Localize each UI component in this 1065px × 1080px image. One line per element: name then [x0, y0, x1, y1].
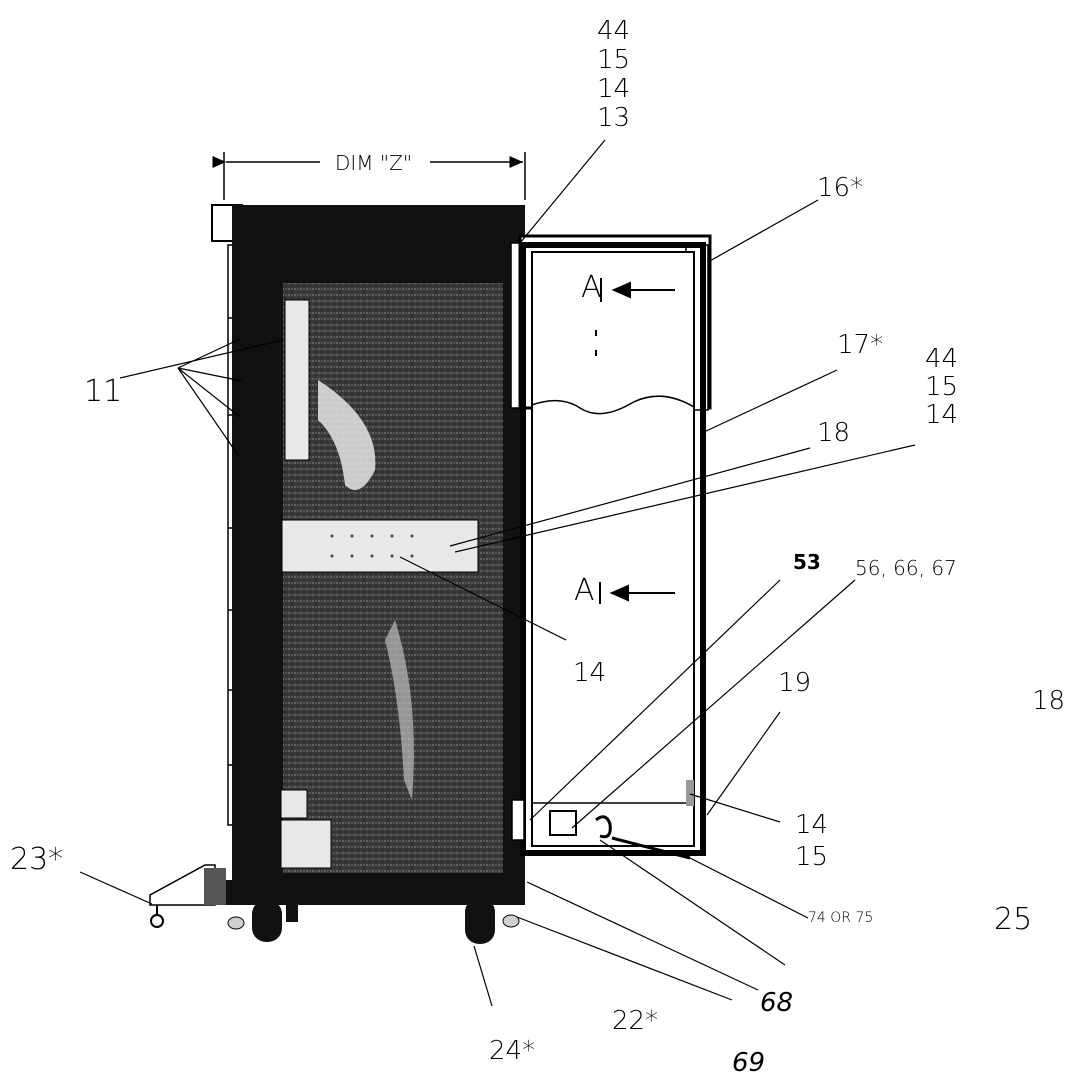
- callout-44: 44: [597, 16, 631, 46]
- callout-15-lower: 15: [795, 842, 829, 872]
- callout-14-lower: 14: [795, 810, 829, 840]
- callout-11: 11: [84, 374, 123, 409]
- callout-74-or-75: 74 OR 75: [808, 910, 874, 926]
- cabinet-drawing: [79, 139, 916, 1007]
- section-a-lower: A: [574, 573, 595, 608]
- section-a-upper: A: [581, 270, 602, 305]
- callout-right-stack: 44 15 14: [925, 346, 958, 428]
- callout-68: 68: [760, 988, 794, 1018]
- callout-14: 14: [597, 74, 631, 104]
- parts-diagram: DIM "Z" 44 15 14 13 16* 17* 44 15 14 18 …: [10, 18, 1065, 1078]
- callout-17: 17*: [837, 330, 884, 360]
- callout-14-mid: 14: [573, 658, 607, 688]
- dimension-line: [212, 152, 526, 200]
- shelf-hardware: [280, 299, 479, 869]
- callout-56-66-67: 56, 66, 67: [855, 556, 957, 580]
- callout-22: 22*: [612, 1006, 659, 1036]
- callout-14-15-lower: 14 15: [795, 812, 828, 870]
- callout-15: 15: [597, 45, 631, 75]
- callout-top-stack: 44 15 14 13: [597, 18, 630, 131]
- callout-25: 25: [994, 902, 1033, 937]
- dimension-label: DIM "Z": [331, 153, 417, 173]
- callout-18: 18: [817, 418, 851, 448]
- callout-16: 16*: [817, 173, 864, 203]
- leader-lines: [79, 139, 916, 1007]
- callout-13: 13: [597, 103, 631, 133]
- callout-69: 69: [732, 1048, 766, 1078]
- callout-44-right: 44: [925, 344, 959, 374]
- cabinet-interior: [283, 283, 503, 873]
- callout-53: 53: [793, 550, 821, 574]
- callout-18-edge: 18: [1032, 686, 1065, 716]
- callout-24: 24*: [489, 1036, 536, 1066]
- door-assembly: [510, 234, 712, 860]
- callout-15-right: 15: [925, 372, 959, 402]
- callout-23: 23*: [10, 842, 64, 877]
- section-arrows: [595, 278, 675, 604]
- callout-19: 19: [778, 668, 812, 698]
- casters: [150, 898, 520, 944]
- callout-14-right: 14: [925, 400, 959, 430]
